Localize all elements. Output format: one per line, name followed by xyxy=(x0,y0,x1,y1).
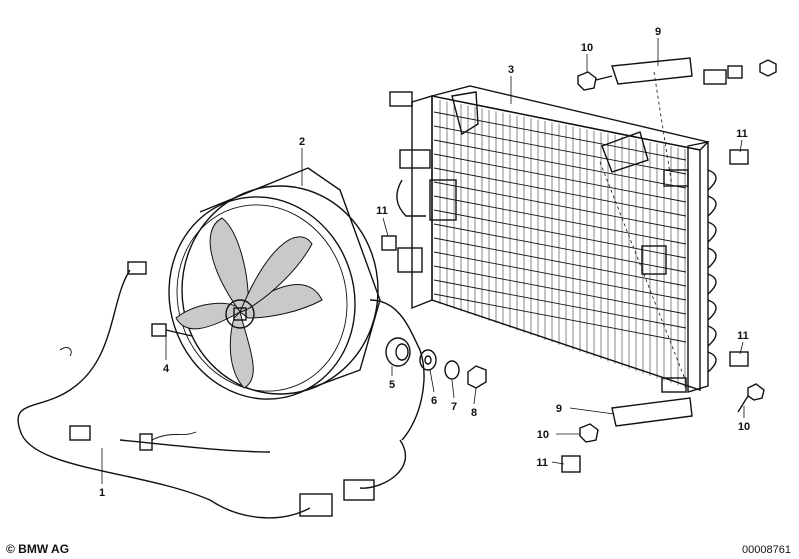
clip-11-right-top xyxy=(729,149,749,165)
callout-9-bottom: 9 xyxy=(556,403,562,415)
fin-row xyxy=(433,265,687,315)
bracket-9-top xyxy=(611,57,693,85)
callout-2: 2 xyxy=(299,136,305,148)
fin-row xyxy=(433,251,687,301)
diagram-number: 00008761 xyxy=(742,544,791,556)
condenser xyxy=(389,85,717,393)
wiring-harness xyxy=(17,261,425,519)
fin-row xyxy=(433,195,687,245)
condenser-left-fittings xyxy=(389,91,457,273)
leader-lines xyxy=(101,38,745,484)
clip-11-bottom xyxy=(561,455,581,473)
fin-row xyxy=(433,167,687,217)
fin-row xyxy=(433,139,687,189)
callout-10-bottom-right: 10 xyxy=(738,421,750,433)
callout-1: 1 xyxy=(99,487,105,499)
fin-row xyxy=(433,293,687,343)
callout-9-top: 9 xyxy=(655,26,661,38)
rubber-mount-5 xyxy=(385,337,411,367)
washer-6 xyxy=(419,349,437,371)
callout-10-bottom-left: 10 xyxy=(537,429,549,441)
nut-8 xyxy=(467,365,487,389)
callout-3: 3 xyxy=(508,64,514,76)
fin-row xyxy=(433,181,687,231)
fin-row xyxy=(433,223,687,273)
condenser-tube-loops xyxy=(707,169,717,373)
screw-10-top xyxy=(577,71,613,91)
callout-8: 8 xyxy=(471,407,477,419)
screw-10-bottom-left xyxy=(579,423,599,443)
bracket-9-bottom xyxy=(611,397,693,427)
clip-11-right-mid xyxy=(729,351,749,367)
auxiliary-fan xyxy=(168,167,381,400)
harness-connector-left xyxy=(299,493,333,517)
callout-6: 6 xyxy=(431,395,437,407)
callout-5: 5 xyxy=(389,379,395,391)
callout-labels: 2 3 1 4 5 6 7 8 9 9 10 10 10 11 11 11 11 xyxy=(99,26,750,499)
callout-7: 7 xyxy=(451,401,457,413)
fin-row xyxy=(433,209,687,259)
harness-connector-right xyxy=(343,479,375,501)
condenser-fins xyxy=(433,100,687,388)
fin-row xyxy=(433,111,687,161)
screw-10-bottom-right xyxy=(737,383,765,413)
callout-11-right-mid: 11 xyxy=(737,330,749,342)
damper-assembly-top xyxy=(703,59,777,85)
clip-11-left xyxy=(381,235,397,251)
copyright-label: © BMW AG xyxy=(6,542,70,556)
fin-row xyxy=(433,125,687,175)
callout-10-top: 10 xyxy=(581,42,593,54)
bolt-4 xyxy=(151,323,193,337)
bushing-7 xyxy=(444,360,460,380)
callout-11-left: 11 xyxy=(376,205,388,217)
callout-11-bottom: 11 xyxy=(536,457,548,469)
fan-blades xyxy=(175,217,323,389)
fin-row xyxy=(433,153,687,203)
callout-11-right-top: 11 xyxy=(736,128,748,140)
fin-row xyxy=(433,279,687,329)
fin-row xyxy=(433,237,687,287)
callout-4: 4 xyxy=(163,363,170,375)
